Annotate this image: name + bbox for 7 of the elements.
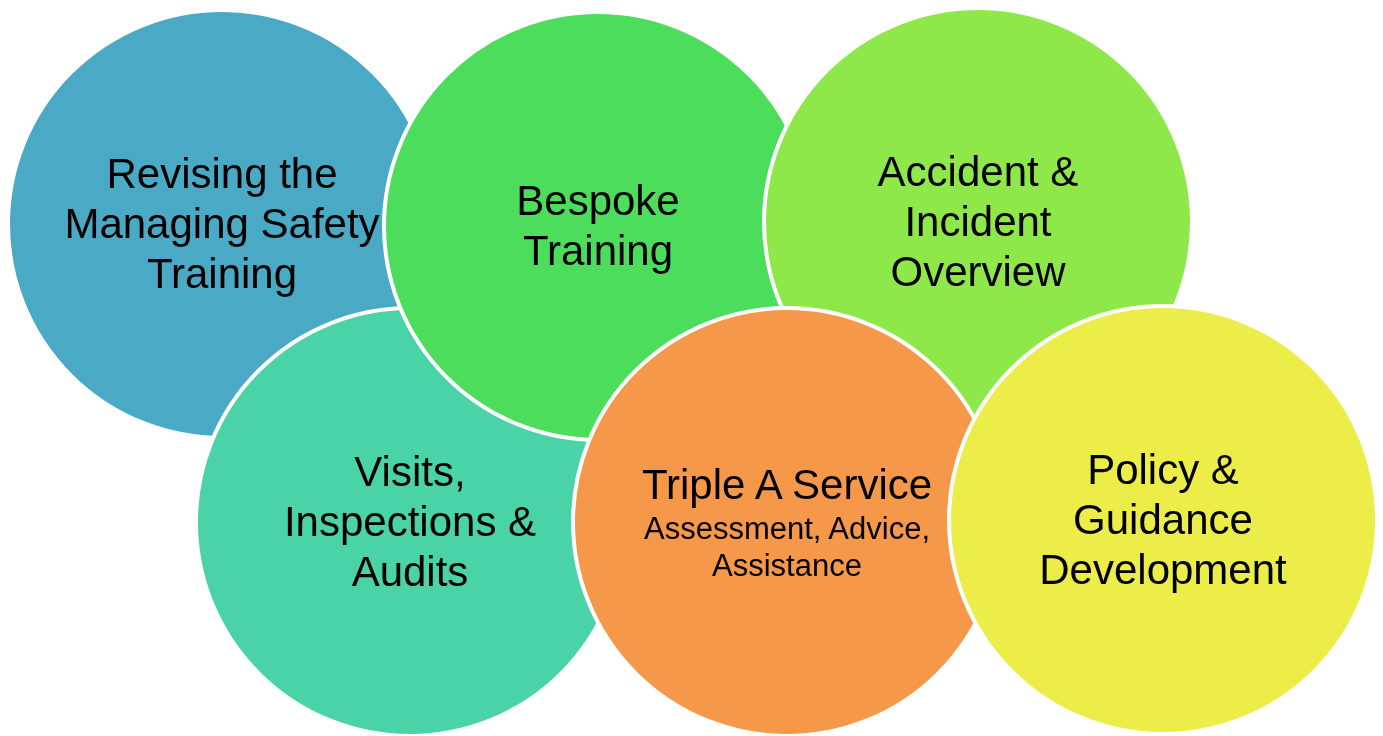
circle-title: Accident & Incident Overview <box>876 146 1080 298</box>
circle-title: Policy & Guidance Development <box>1038 444 1288 596</box>
circle-title: Bespoke Training <box>515 175 681 276</box>
circle-subtitle: Assessment, Advice, Assistance <box>643 509 931 585</box>
circle-title: Triple A Service <box>640 459 934 510</box>
circle-title: Visits, Inspections & Audits <box>282 446 538 598</box>
circle-title: Revising the Managing Safety Training <box>63 148 381 300</box>
